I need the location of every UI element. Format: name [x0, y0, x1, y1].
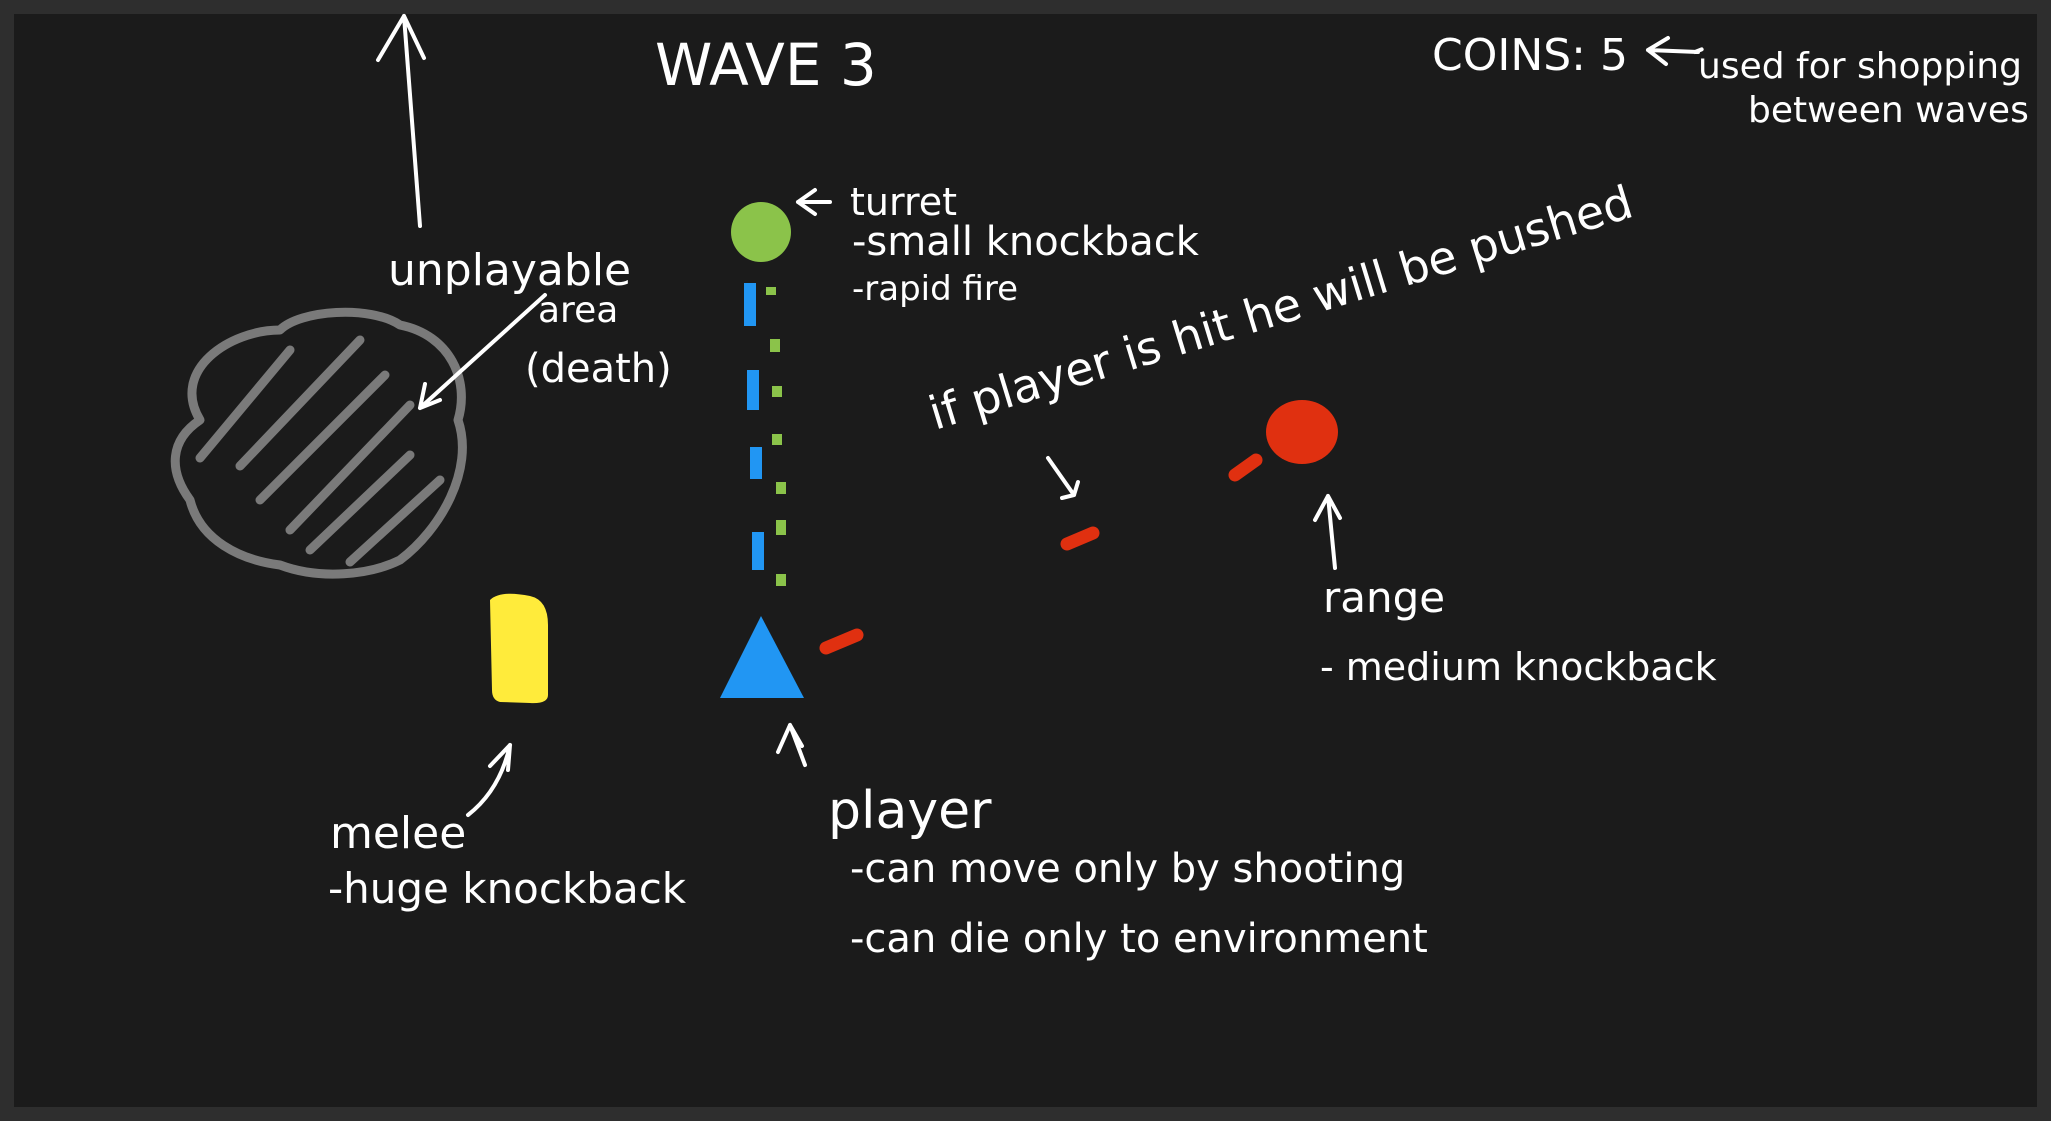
hazard-zone [170, 307, 467, 579]
turret-trait-1: -small knockback [852, 219, 1200, 265]
coins-label: COINS: [1432, 30, 1586, 81]
turret-bullet [776, 520, 786, 535]
hazard-label-line1: unplayable [388, 245, 631, 296]
player-title: player [828, 781, 992, 841]
player-trait-2: -can die only to environment [850, 916, 1428, 962]
knockback-note: if player is hit he will be pushed [922, 175, 1638, 441]
wave-label: WAVE 3 [655, 31, 877, 99]
hazard-label-line3: (death) [525, 346, 672, 392]
boundary-arrow-icon [376, 14, 426, 228]
range-bullet [1060, 526, 1100, 551]
turret-title: turret [850, 180, 957, 224]
coins-note-line2: between waves [1748, 90, 2029, 131]
turret-bullet [766, 287, 776, 295]
range-bullets [819, 453, 1263, 655]
player-bullet [752, 532, 764, 570]
turret-bullet [770, 339, 780, 352]
range-bullet [1228, 453, 1263, 482]
player-bullet [747, 370, 759, 410]
knockback-pointer-icon [1046, 456, 1080, 500]
turret-pointer-icon [796, 188, 832, 216]
range-enemy-icon [1266, 400, 1338, 464]
range-pointer-icon [1313, 494, 1342, 570]
turret-bullet [772, 386, 782, 397]
turret-bullet [776, 482, 786, 494]
player-icon [720, 616, 804, 698]
melee-pointer-icon [466, 743, 512, 817]
range-trait-1: - medium knockback [1320, 645, 1717, 689]
melee-enemy-icon [490, 593, 548, 704]
player-pointer-icon [776, 723, 807, 767]
melee-trait-1: -huge knockback [328, 864, 687, 913]
turret-bullet [776, 574, 786, 586]
player-trait-1: -can move only by shooting [850, 846, 1405, 892]
melee-title: melee [330, 808, 466, 859]
turret-trait-2: -rapid fire [852, 269, 1018, 309]
turret-icon [731, 202, 791, 262]
player-bullet [744, 283, 756, 326]
hazard-label-line2: area [538, 290, 618, 331]
turret-bullets [766, 287, 786, 586]
coins-arrow-icon [1646, 36, 1704, 66]
coins-value: 5 [1600, 30, 1628, 81]
player-bullets [744, 283, 764, 570]
range-bullet [819, 628, 864, 655]
range-title: range [1323, 573, 1445, 622]
hazard-pointer-icon [418, 293, 547, 410]
player-bullet [750, 447, 762, 479]
coins-note-line1: used for shopping [1698, 46, 2022, 87]
turret-bullet [772, 434, 782, 445]
